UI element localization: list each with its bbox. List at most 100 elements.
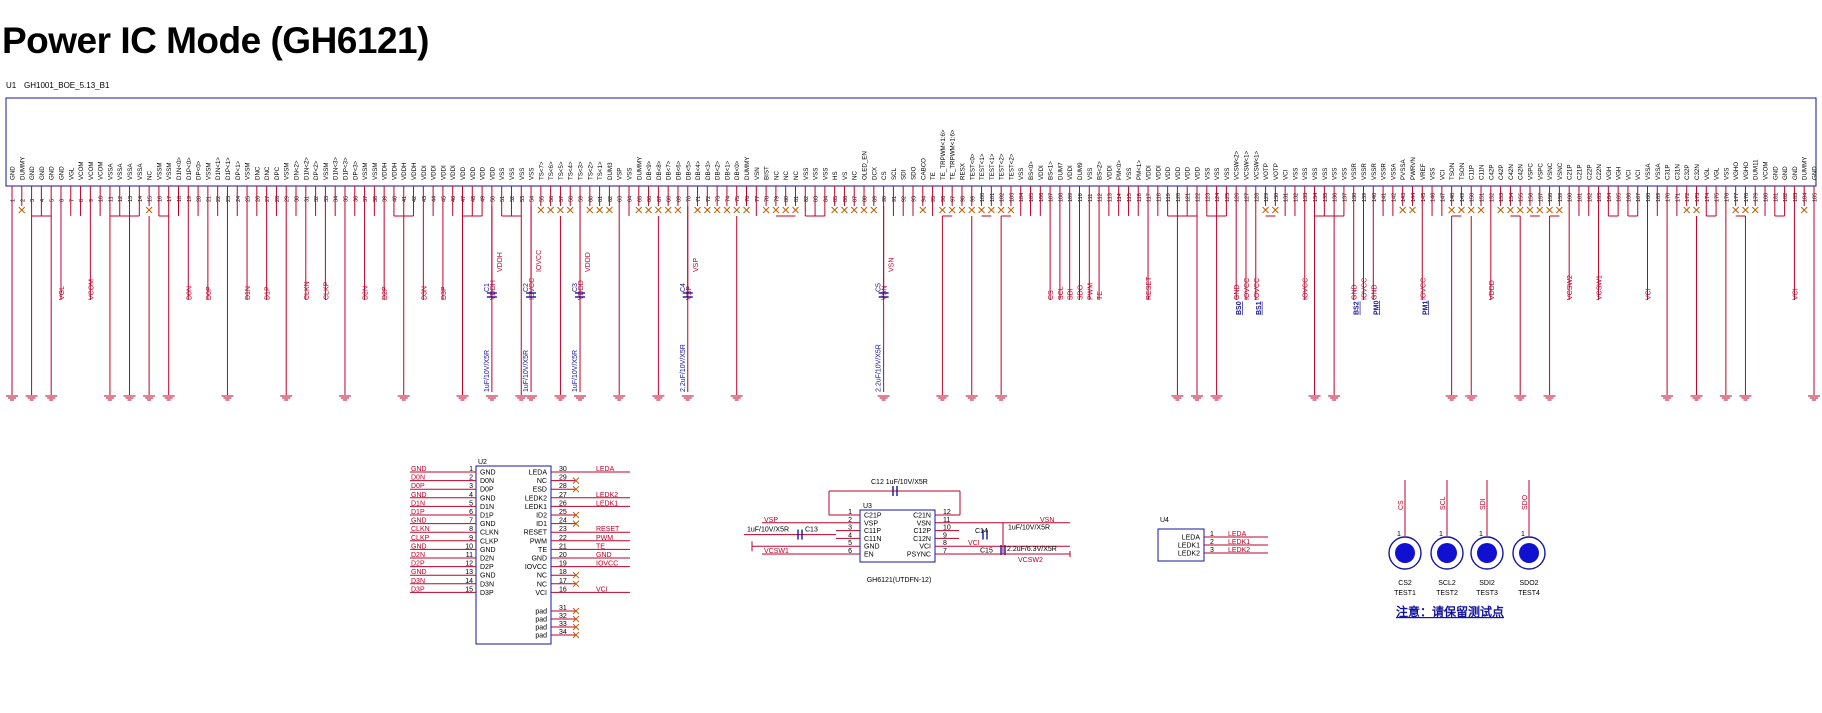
- u1-pin-number: 131: [1284, 193, 1290, 202]
- u2-net-label: GND: [411, 492, 427, 499]
- u1-pin-number: 77: [755, 196, 761, 202]
- u1-pin-name: SDI: [901, 169, 908, 180]
- nc-mark: [572, 580, 580, 588]
- u1-pin-number: 46: [451, 196, 457, 202]
- u1-pin-number: 161: [1577, 193, 1583, 202]
- nc-stroke: [860, 206, 868, 214]
- u1-pin-name: VSS: [803, 168, 810, 180]
- nc-stroke: [870, 206, 878, 214]
- nc-mark: [1409, 206, 1416, 214]
- u1-pin-name: TE_TRPWM<1:6>: [940, 129, 947, 180]
- u1-pin-name: TEST<2>: [1008, 153, 1015, 180]
- u1-pin-number: 29: [285, 196, 291, 202]
- u2-net-label: D0P: [411, 483, 425, 490]
- u1-net-label: VCOM: [88, 279, 95, 300]
- u2-pin-name: VCI: [535, 590, 547, 597]
- u1-cap-ref: C4: [680, 283, 687, 292]
- nc-stroke: [1683, 206, 1691, 214]
- u1-pin-number: 106: [1039, 193, 1045, 202]
- test-point-net: SDO: [1522, 494, 1529, 510]
- nc-stroke: [841, 206, 848, 214]
- u1-pin-name: VDD: [460, 166, 467, 180]
- u1-pin-name: VSS: [529, 168, 536, 180]
- u1-pin-number: 90: [882, 196, 888, 202]
- u1-pin-number: 80: [784, 196, 790, 202]
- u1-pin-name: VSSM: [245, 162, 252, 180]
- u4-pin-number: 1: [1210, 531, 1214, 538]
- u1-pin-number: 34: [334, 196, 340, 202]
- u1-pin-name: C21P: [1576, 165, 1583, 180]
- nc-stroke: [1458, 206, 1465, 214]
- u1-pin-name: VSS: [509, 168, 516, 180]
- u1-pin-number: 18: [177, 196, 183, 202]
- u2-pin-name: NC: [537, 581, 547, 588]
- u1-pin-name: VSS: [1087, 168, 1094, 180]
- u1-pin-name: C32N: [1694, 164, 1701, 180]
- u1-pin-number: 10: [99, 196, 105, 202]
- u1-cap-value: 2.2uF/10V/X5R: [876, 344, 883, 392]
- u1-pin-name: VOTP: [1273, 163, 1280, 180]
- nc-stroke: [831, 206, 839, 214]
- test-point-pad: [1395, 543, 1415, 563]
- u1-pin-number: 163: [1597, 193, 1603, 202]
- test-point-note: 注意：请保留测试点: [1396, 604, 1504, 619]
- nc-mark: [1546, 206, 1553, 214]
- ground-symbol: [1210, 395, 1223, 401]
- u3-pin-number: 1: [848, 509, 852, 516]
- u1-net-label: VDDH: [490, 280, 497, 300]
- nc-mark: [762, 206, 770, 214]
- u1-pin-number: 66: [647, 196, 653, 202]
- u1-pin-number: 119: [1166, 193, 1172, 202]
- u1-pin-number: 21: [206, 196, 212, 202]
- u1-pin-name: NC: [783, 171, 790, 180]
- u1-pin-name: D1P<3>: [342, 157, 349, 180]
- u2-pin-name: D2N: [480, 556, 494, 563]
- u1-pin-number: 43: [422, 196, 428, 202]
- capacitor-symbol: [575, 292, 586, 298]
- u1-pin-name: DNC: [254, 166, 261, 180]
- u1-pin-name: C42P: [1498, 165, 1505, 180]
- u2-ref: U2: [478, 459, 487, 466]
- u1-net-label: VDDD: [1489, 280, 1496, 300]
- u1-net-label: IOVCC: [529, 278, 536, 300]
- u1-pin-number: 73: [716, 196, 722, 202]
- u1-pin-name: TE: [930, 172, 937, 180]
- u1-pin-name: DUMMY: [1802, 157, 1809, 180]
- u1-pin-number: 88: [863, 196, 869, 202]
- nc-stroke: [850, 206, 858, 214]
- u1-pin-name: VSS: [1322, 168, 1329, 180]
- u3-c12-label: C12 1uF/10V/X5R: [871, 479, 928, 486]
- u3-net-label: VCSW2: [1018, 557, 1043, 564]
- nc-stroke: [792, 206, 799, 214]
- u1-pin-name: VSSM: [166, 162, 173, 180]
- u2-pin-name: GND: [531, 556, 547, 563]
- u1-pin-number: 39: [383, 196, 389, 202]
- u1-pin-name: VGL: [68, 167, 75, 180]
- u1-pin-name: DUMMY: [19, 157, 26, 180]
- u1-pin-name: C31P: [1665, 165, 1672, 180]
- u3-net-label: VSP: [764, 517, 778, 524]
- u1-pin-number: 16: [157, 196, 163, 202]
- u2-pin-name: LEDA: [529, 470, 548, 477]
- u1-pin-number: 173: [1695, 193, 1701, 202]
- nc-mark: [772, 206, 780, 214]
- u1-pin-number: 123: [1205, 193, 1211, 202]
- u1-net-label: VCSW2: [1567, 275, 1574, 300]
- u1-net-label: D1N: [245, 286, 252, 300]
- ground-symbol: [652, 395, 665, 401]
- u1-pin-name: VDDI: [1067, 165, 1074, 180]
- u1-pin-name: C31N: [1674, 164, 1681, 180]
- nc-mark: [572, 631, 580, 639]
- u1-pin-number: 31: [304, 196, 310, 202]
- nc-stroke: [566, 206, 574, 214]
- u1-pin-name: D1N<1>: [215, 157, 222, 180]
- u1-pin-number: 174: [1705, 193, 1711, 202]
- u1-pin-name: VGHO: [1743, 162, 1750, 180]
- u3-pin-name: C11P: [864, 528, 881, 535]
- u1-pin-number: 1: [11, 199, 17, 202]
- u2-pad-number: 33: [559, 621, 567, 628]
- nc-stroke: [664, 206, 672, 214]
- u1-pin-name: VGL: [1714, 167, 1721, 180]
